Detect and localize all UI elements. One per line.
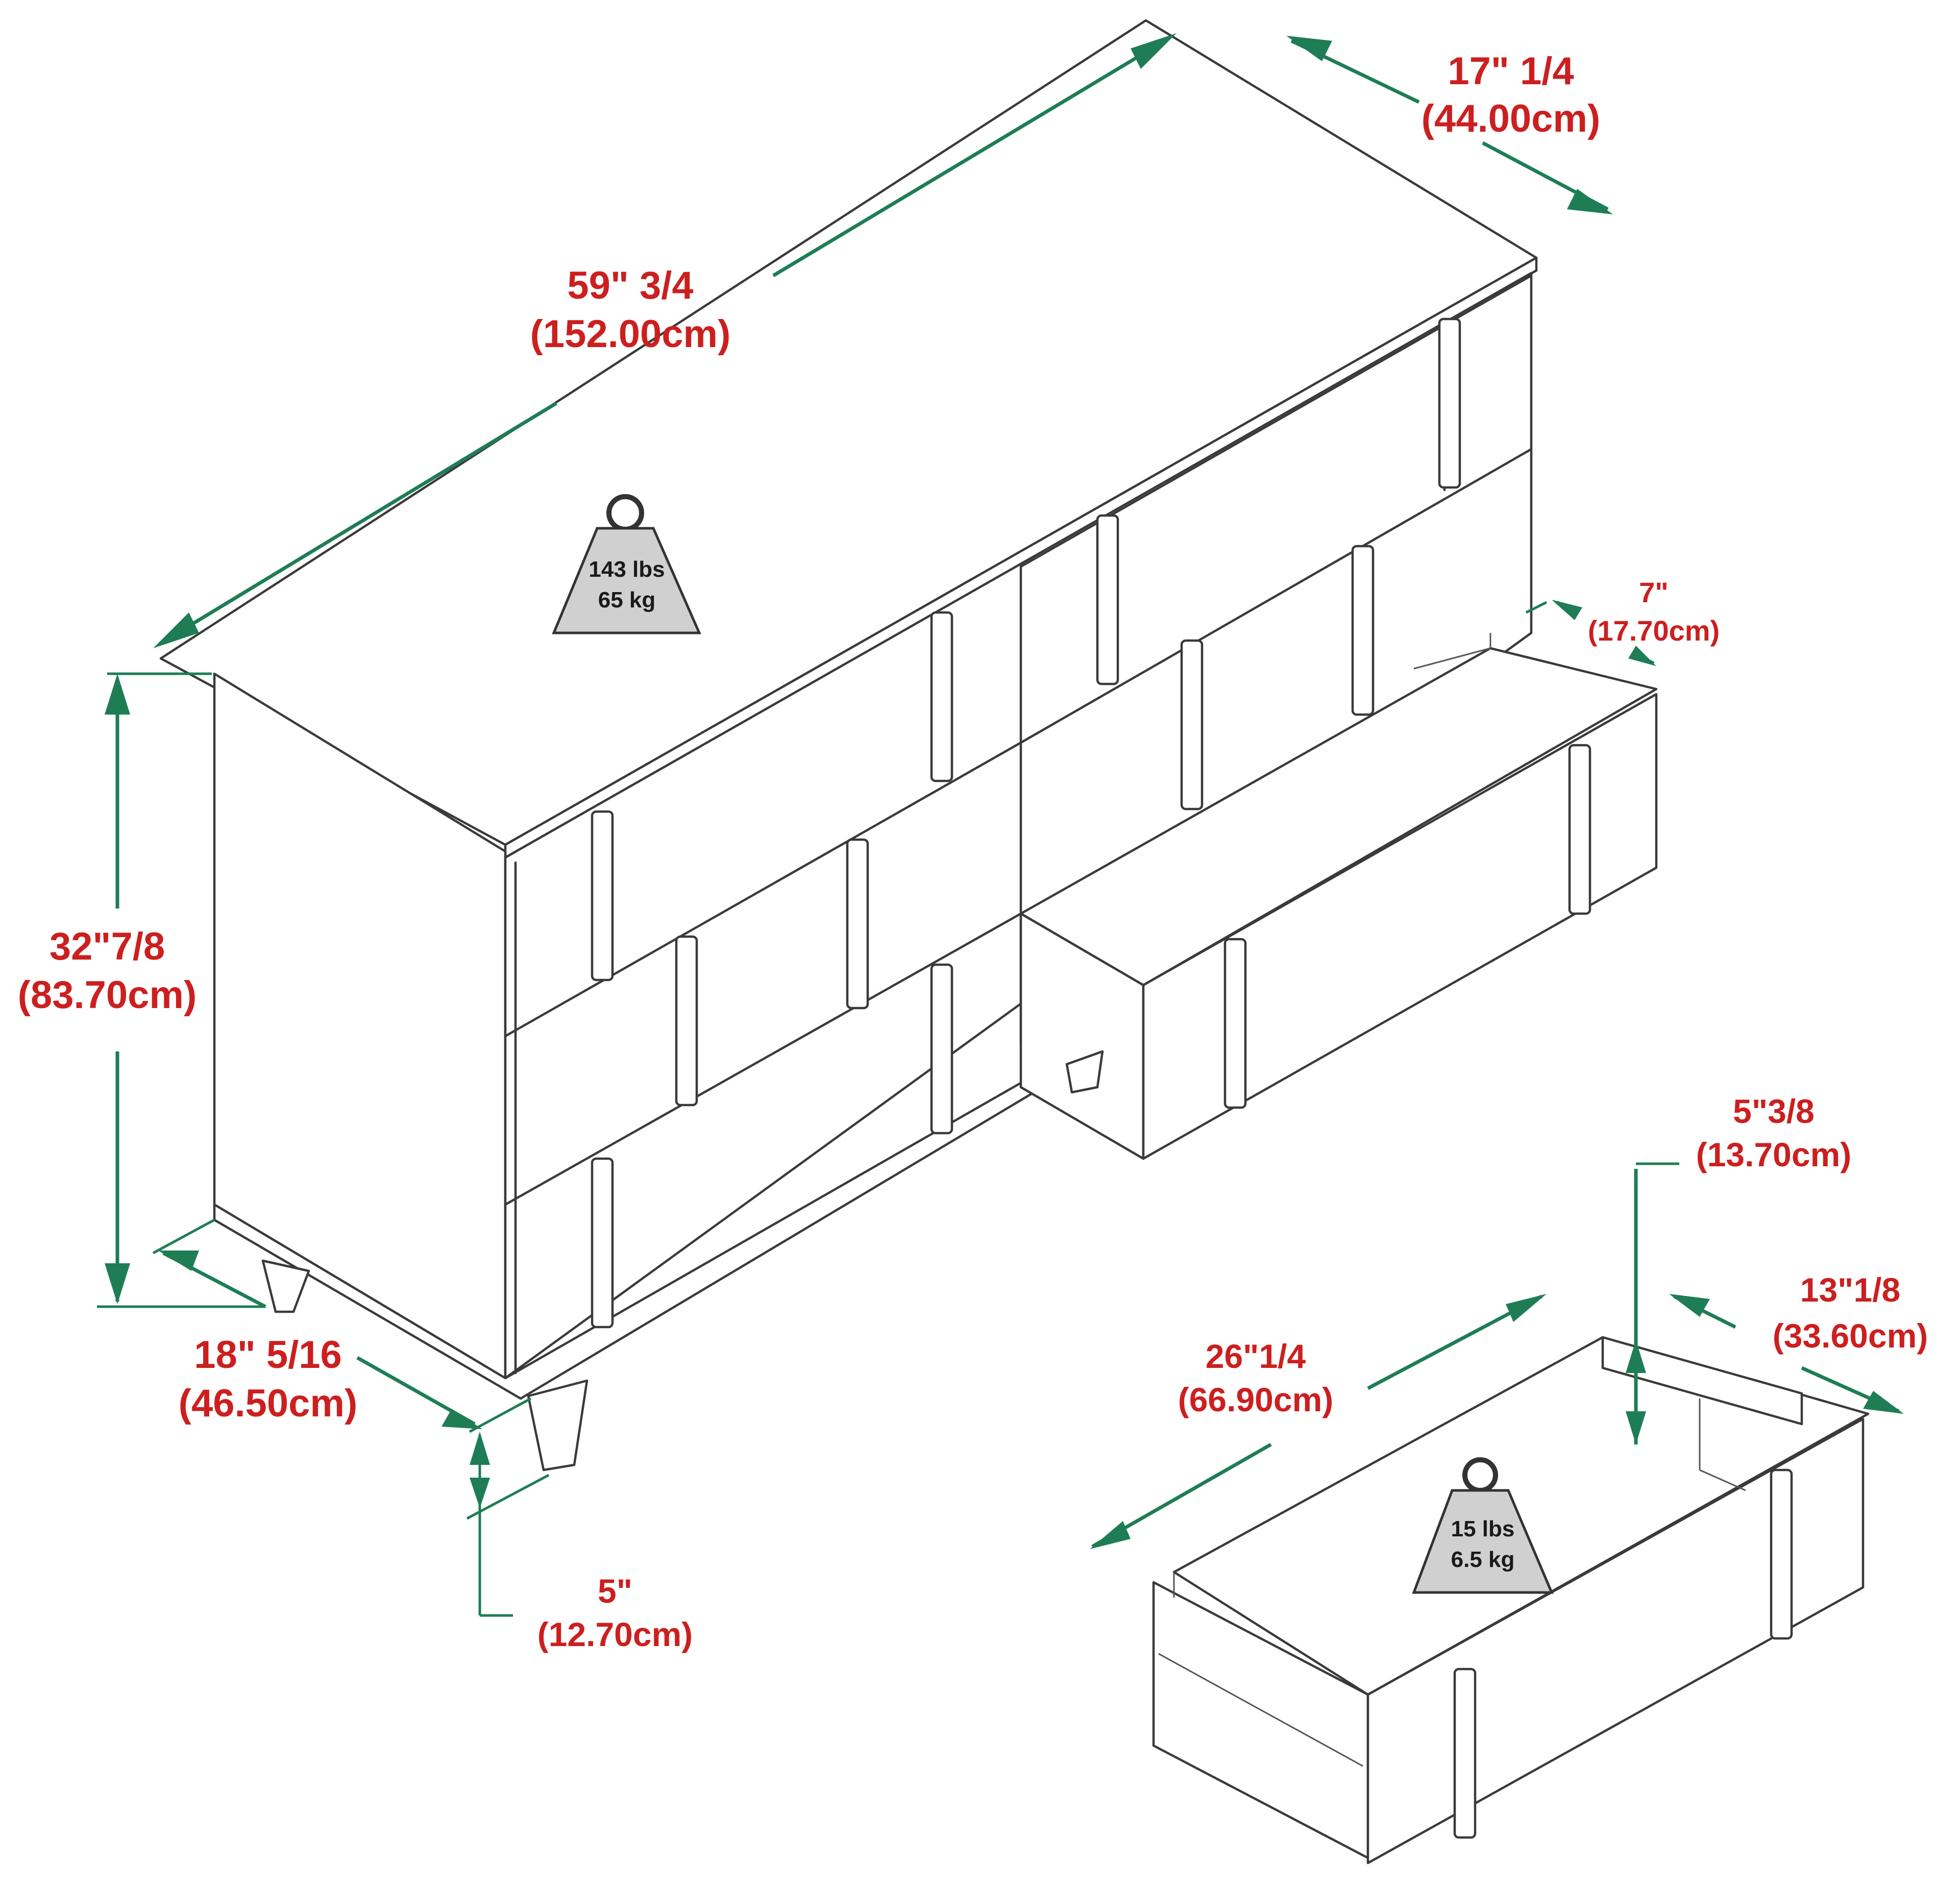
dresser-weight-lbs: 143 lbs	[589, 557, 665, 582]
drawer-weight-icon: 15 lbs 6.5 kg	[1412, 1457, 1554, 1594]
drawer-handle-corner	[1770, 1468, 1793, 1640]
side-depth-imperial: 18" 5/16	[194, 1333, 342, 1377]
depth-imperial: 17" 1/4	[1448, 50, 1574, 93]
drawer-depth-metric: (33.60cm)	[1773, 1317, 1928, 1355]
height-metric: (83.70cm)	[18, 973, 197, 1017]
open-drawer-front	[1142, 693, 1658, 1160]
side-depth-metric: (46.50cm)	[179, 1382, 358, 1425]
drawer-width-metric: (66.90cm)	[1178, 1381, 1334, 1418]
drawer-drawing	[1152, 1336, 1870, 1865]
dresser-foot-right	[1065, 1050, 1104, 1094]
drawer-width-imperial: 26"1/4	[1206, 1337, 1306, 1375]
leg-height-imperial: 5"	[598, 1572, 632, 1610]
drawer-handle-front	[1453, 1668, 1477, 1839]
dimension-labels: 59" 3/4 (152.00cm) 17" 1/4 (44.00cm) 32"…	[18, 50, 1928, 1653]
width-metric: (152.00cm)	[530, 312, 731, 356]
extension-imperial: 7"	[1639, 576, 1669, 608]
leg-height-metric: (12.70cm)	[537, 1615, 693, 1653]
dresser-weight-kg: 65 kg	[598, 587, 656, 612]
width-imperial: 59" 3/4	[567, 264, 693, 307]
drawer-far-side	[1601, 1336, 1803, 1426]
extension-metric: (17.70cm)	[1588, 615, 1720, 647]
drawer-height-imperial: 5"3/8	[1733, 1092, 1815, 1130]
drawer-front	[1366, 1417, 1865, 1865]
dresser-foot-front	[527, 1379, 589, 1472]
dresser-drawing	[159, 19, 1658, 1472]
drawer-height-metric: (13.70cm)	[1696, 1136, 1852, 1173]
drawer-back-panel	[1172, 1336, 1870, 1696]
depth-metric: (44.00cm)	[1422, 97, 1601, 140]
drawer-weight-lbs: 15 lbs	[1451, 1516, 1515, 1541]
drawer-handles	[591, 317, 1591, 1329]
dresser-weight-icon: 143 lbs 65 kg	[552, 494, 701, 634]
drawer-weight-kg: 6.5 kg	[1451, 1547, 1515, 1572]
drawer-depth-imperial: 13"1/8	[1800, 1271, 1900, 1309]
height-imperial: 32"7/8	[50, 925, 165, 968]
dresser-foot-left	[261, 1259, 310, 1313]
dimension-lines	[97, 33, 1904, 1617]
